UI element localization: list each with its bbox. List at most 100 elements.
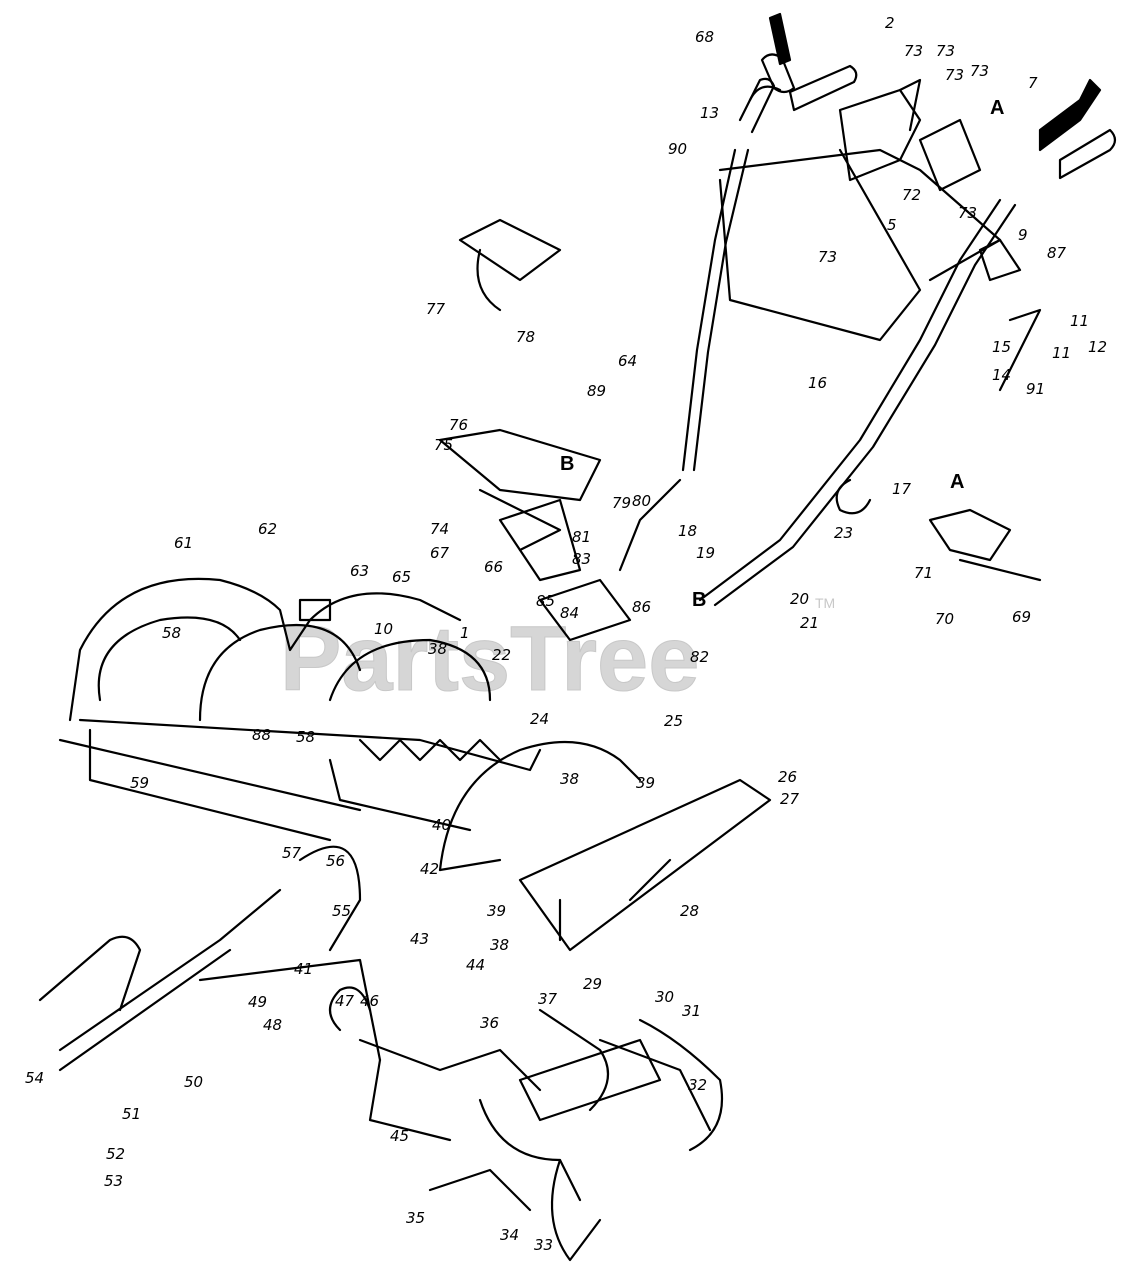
part-number-label: 12 xyxy=(1088,338,1107,356)
part-number-label: 83 xyxy=(572,550,591,568)
part-number-label: 29 xyxy=(583,975,602,993)
part-number-label: 38 xyxy=(490,936,509,954)
part-number-label: 42 xyxy=(420,860,439,878)
handle-assembly xyxy=(618,12,1117,607)
part-number-label: 21 xyxy=(800,614,819,632)
part-number-label: 1 xyxy=(460,624,470,642)
part-number-label: 73 xyxy=(970,62,989,80)
part-number-label: 73 xyxy=(904,42,923,60)
part-number-label: 43 xyxy=(410,930,429,948)
part-number-label: 17 xyxy=(892,480,912,498)
part-number-label: 90 xyxy=(668,140,687,158)
part-number-label: 73 xyxy=(936,42,955,60)
part-number-label: 15 xyxy=(992,338,1011,356)
part-number-label: 39 xyxy=(636,774,655,792)
part-number-label: 2 xyxy=(885,14,895,32)
part-number-label: 27 xyxy=(780,790,800,808)
part-number-label: 75 xyxy=(434,436,453,454)
part-number-label: 47 xyxy=(335,992,355,1010)
part-number-label: 32 xyxy=(688,1076,707,1094)
part-number-label: 56 xyxy=(326,852,345,870)
part-number-label: 40 xyxy=(432,816,451,834)
part-number-label: 85 xyxy=(536,592,555,610)
part-number-label: 58 xyxy=(296,728,315,746)
part-number-label: 39 xyxy=(487,902,506,920)
part-number-label: 28 xyxy=(680,902,699,920)
part-number-label: 70 xyxy=(935,610,954,628)
part-number-label: 33 xyxy=(534,1236,553,1254)
part-number-label: 10 xyxy=(374,620,393,638)
part-number-label: 31 xyxy=(682,1002,701,1020)
part-number-label: 88 xyxy=(252,726,271,744)
part-number-label: 14 xyxy=(992,366,1011,384)
part-number-label: 38 xyxy=(428,640,447,658)
part-number-label: 5 xyxy=(887,216,897,234)
part-number-label: 82 xyxy=(690,648,709,666)
part-number-label: 81 xyxy=(572,528,591,546)
part-number-label: 50 xyxy=(184,1073,203,1091)
part-number-label: 57 xyxy=(282,844,302,862)
part-number-label: 44 xyxy=(466,956,485,974)
part-number-label: 54 xyxy=(25,1069,44,1087)
part-number-label: 61 xyxy=(174,534,193,552)
part-number-label: 22 xyxy=(492,646,511,664)
watermark-tm: TM xyxy=(815,595,835,611)
part-number-label: 36 xyxy=(480,1014,499,1032)
part-number-label: 19 xyxy=(696,544,715,562)
transmission-frame xyxy=(38,218,772,1262)
part-number-label: 38 xyxy=(560,770,579,788)
part-number-label: 76 xyxy=(449,416,468,434)
part-number-label: 74 xyxy=(430,520,449,538)
part-number-label: 63 xyxy=(350,562,369,580)
part-number-label: 24 xyxy=(530,710,549,728)
part-number-label: 86 xyxy=(632,598,651,616)
part-number-label: 11 xyxy=(1052,344,1071,362)
part-number-label: 23 xyxy=(834,524,853,542)
part-number-label: 84 xyxy=(560,604,579,622)
reference-letter: A xyxy=(990,97,1004,119)
part-number-label: 68 xyxy=(695,28,714,46)
part-number-label: 26 xyxy=(778,768,797,786)
part-number-label: 35 xyxy=(406,1209,425,1227)
part-number-label: 64 xyxy=(618,352,637,370)
part-number-label: 11 xyxy=(1070,312,1089,330)
part-number-label: 69 xyxy=(1012,608,1031,626)
part-number-label: 9 xyxy=(1018,226,1028,244)
part-number-label: 89 xyxy=(587,382,606,400)
part-number-label: 77 xyxy=(426,300,446,318)
part-number-label: 55 xyxy=(332,902,351,920)
part-number-label: 46 xyxy=(360,992,379,1010)
part-number-label: 71 xyxy=(914,564,933,582)
watermark-text: PartsTree xyxy=(280,608,699,710)
part-number-label: 73 xyxy=(818,248,837,266)
part-number-label: 16 xyxy=(808,374,827,392)
part-number-label: 73 xyxy=(958,204,977,222)
part-number-label: 37 xyxy=(538,990,558,1008)
part-number-label: 18 xyxy=(678,522,697,540)
part-number-label: 58 xyxy=(162,624,181,642)
part-number-label: 30 xyxy=(655,988,674,1006)
tine-shield xyxy=(58,577,642,872)
part-number-label: 62 xyxy=(258,520,277,538)
part-number-label: 73 xyxy=(945,66,964,84)
reference-letter: B xyxy=(560,453,574,475)
part-number-label: 49 xyxy=(248,993,267,1011)
part-number-label: 72 xyxy=(902,186,921,204)
part-number-label: 48 xyxy=(263,1016,282,1034)
part-number-label: 91 xyxy=(1026,380,1045,398)
reference-letter: A xyxy=(950,471,964,493)
part-number-label: 45 xyxy=(390,1127,409,1145)
part-number-label: 66 xyxy=(484,558,503,576)
part-number-label: 7 xyxy=(1028,74,1038,92)
part-number-label: 25 xyxy=(664,712,683,730)
part-number-label: 51 xyxy=(122,1105,141,1123)
part-number-label: 59 xyxy=(130,774,149,792)
part-number-label: 65 xyxy=(392,568,411,586)
line-art xyxy=(38,12,1117,1262)
part-number-label: 13 xyxy=(700,104,719,122)
part-number-label: 20 xyxy=(790,590,809,608)
part-number-label: 52 xyxy=(106,1145,125,1163)
part-number-label: 53 xyxy=(104,1172,123,1190)
